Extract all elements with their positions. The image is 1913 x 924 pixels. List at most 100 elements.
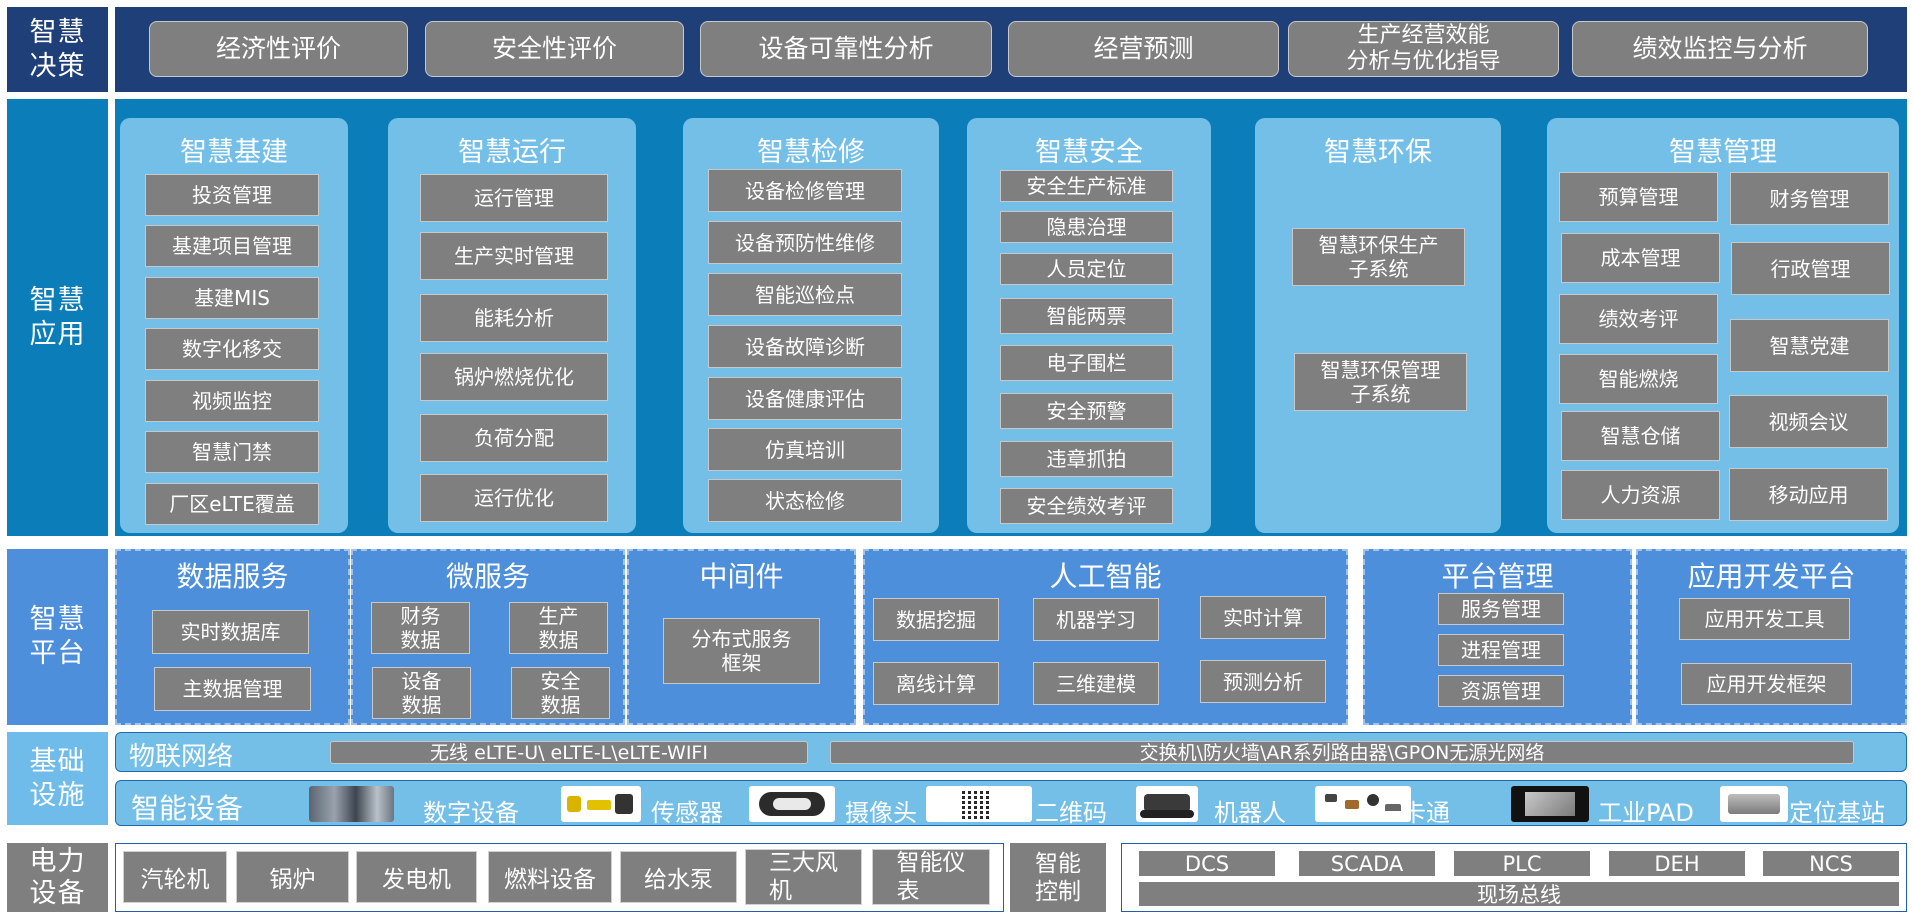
decision-item-forecast[interactable]: 经营预测	[1008, 21, 1279, 77]
platform-item[interactable]: 离线计算	[873, 662, 999, 705]
app-item[interactable]: 负荷分配	[420, 414, 608, 462]
platform-panel-title: 中间件	[699, 560, 784, 593]
app-item[interactable]: 锅炉燃烧优化	[420, 353, 608, 401]
platform-item[interactable]: 分布式服务 框架	[663, 618, 820, 684]
power-equipment-item[interactable]: 智能仪 表	[872, 849, 990, 905]
decision-item-safety[interactable]: 安全性评价	[425, 21, 684, 77]
power-equipment-item[interactable]: 锅炉	[236, 851, 349, 903]
control-systems-frame	[1121, 843, 1907, 912]
device-label: 二维码	[1035, 799, 1107, 827]
power-equipment-frame	[115, 843, 1004, 912]
app-item[interactable]: 数字化移交	[145, 328, 319, 370]
platform-item[interactable]: 实时计算	[1200, 596, 1326, 639]
platform-item[interactable]: 应用开发工具	[1679, 598, 1850, 640]
device-label: 传感器	[651, 799, 723, 827]
app-item[interactable]: 智慧环保管理 子系统	[1294, 353, 1467, 411]
decision-item-economy[interactable]: 经济性评价	[149, 21, 408, 77]
platform-item[interactable]: 生产 数据	[509, 602, 608, 654]
app-item[interactable]: 成本管理	[1561, 233, 1720, 283]
app-item[interactable]: 财务管理	[1730, 172, 1889, 225]
digital-device-image	[309, 786, 394, 822]
app-item[interactable]: 人力资源	[1561, 470, 1720, 520]
decision-item-efficiency[interactable]: 生产经营效能 分析与优化指导	[1288, 21, 1559, 77]
app-item[interactable]: 设备预防性维修	[708, 221, 902, 264]
app-column-title: 智慧管理	[1669, 137, 1777, 168]
app-item[interactable]: 智慧门禁	[145, 431, 319, 473]
power-equipment-item[interactable]: 给水泵	[620, 851, 737, 903]
control-system-item[interactable]: DCS	[1139, 851, 1275, 876]
iot-wireless-bar[interactable]: 无线 eLTE-U\ eLTE-L\eLTE-WIFI	[330, 741, 808, 764]
platform-panel-title: 应用开发平台	[1687, 560, 1856, 593]
app-item[interactable]: 智慧党建	[1730, 319, 1889, 372]
app-item[interactable]: 厂区eLTE覆盖	[145, 483, 319, 525]
control-system-item[interactable]: SCADA	[1299, 851, 1435, 876]
camera-image	[749, 786, 835, 822]
app-item[interactable]: 视频会议	[1729, 395, 1888, 448]
app-item[interactable]: 智慧环保生产 子系统	[1292, 228, 1465, 286]
app-item[interactable]: 智慧仓储	[1561, 411, 1720, 461]
app-item[interactable]: 绩效考评	[1559, 294, 1718, 344]
power-equipment-item[interactable]: 三大风 机	[745, 849, 862, 905]
app-item[interactable]: 运行优化	[420, 474, 608, 522]
app-item[interactable]: 设备健康评估	[708, 377, 902, 420]
app-item[interactable]: 安全生产标准	[1000, 170, 1173, 202]
industrial-pad-image	[1511, 786, 1589, 822]
control-system-item[interactable]: DEH	[1609, 851, 1745, 876]
app-item[interactable]: 隐患治理	[1000, 211, 1173, 243]
platform-panel-title: 人工智能	[1049, 560, 1162, 593]
app-item[interactable]: 设备故障诊断	[708, 325, 902, 368]
app-item[interactable]: 预算管理	[1559, 172, 1718, 222]
app-item[interactable]: 智能巡检点	[708, 273, 902, 316]
app-item[interactable]: 智能燃烧	[1559, 354, 1718, 404]
app-item[interactable]: 运行管理	[420, 174, 608, 222]
platform-item[interactable]: 进程管理	[1438, 634, 1564, 666]
control-system-item[interactable]: PLC	[1454, 851, 1590, 876]
platform-label: 智慧 平台	[7, 549, 108, 725]
app-item[interactable]: 行政管理	[1731, 242, 1890, 295]
app-item[interactable]: 违章抓拍	[1000, 441, 1173, 477]
app-item[interactable]: 视频监控	[145, 380, 319, 422]
app-item[interactable]: 生产实时管理	[420, 232, 608, 280]
smart-control-block[interactable]: 智能 控制	[1010, 843, 1106, 912]
power-equipment-item[interactable]: 发电机	[356, 851, 477, 903]
platform-item[interactable]: 资源管理	[1438, 675, 1564, 707]
iot-wired-bar[interactable]: 交换机\防火墙\AR系列路由器\GPON无源光网络	[830, 741, 1854, 764]
platform-item[interactable]: 主数据管理	[154, 667, 311, 711]
app-item[interactable]: 投资管理	[145, 174, 319, 216]
platform-item[interactable]: 三维建模	[1033, 662, 1159, 705]
app-item[interactable]: 安全预警	[1000, 393, 1173, 429]
platform-item[interactable]: 实时数据库	[152, 610, 309, 654]
platform-item[interactable]: 应用开发框架	[1681, 663, 1852, 705]
platform-item[interactable]: 数据挖掘	[873, 598, 999, 641]
platform-item[interactable]: 设备 数据	[372, 667, 471, 719]
platform-item[interactable]: 预测分析	[1200, 660, 1326, 703]
smart-card-image	[1315, 786, 1411, 822]
power-equipment-item[interactable]: 汽轮机	[123, 851, 227, 903]
app-item[interactable]: 电子围栏	[1000, 345, 1173, 381]
app-item[interactable]: 安全绩效考评	[1000, 488, 1173, 524]
platform-item[interactable]: 服务管理	[1438, 593, 1564, 625]
app-item[interactable]: 人员定位	[1000, 253, 1173, 285]
app-item[interactable]: 智能两票	[1000, 298, 1173, 334]
decision-item-performance[interactable]: 绩效监控与分析	[1572, 21, 1868, 77]
robot-image	[1136, 786, 1198, 822]
app-item[interactable]: 能耗分析	[420, 294, 608, 342]
platform-item[interactable]: 安全 数据	[511, 667, 610, 719]
platform-item[interactable]: 财务 数据	[371, 602, 470, 654]
infrastructure-label: 基础 设施	[7, 732, 108, 825]
power-equipment-item[interactable]: 燃料设备	[488, 851, 612, 903]
application-label: 智慧 应用	[7, 99, 108, 536]
app-item[interactable]: 状态检修	[708, 479, 902, 522]
platform-item[interactable]: 机器学习	[1033, 598, 1159, 641]
app-item[interactable]: 基建MIS	[145, 277, 319, 319]
app-item[interactable]: 移动应用	[1729, 468, 1888, 521]
app-item[interactable]: 基建项目管理	[145, 225, 319, 267]
device-label: 数字设备	[423, 799, 519, 827]
field-bus-bar[interactable]: 现场总线	[1139, 882, 1899, 907]
app-column-title: 智慧基建	[180, 137, 288, 168]
app-item[interactable]: 仿真培训	[708, 428, 902, 471]
app-item[interactable]: 设备检修管理	[708, 169, 902, 212]
decision-item-reliability[interactable]: 设备可靠性分析	[700, 21, 992, 77]
control-system-item[interactable]: NCS	[1763, 851, 1899, 876]
app-column-title: 智慧环保	[1324, 137, 1432, 168]
